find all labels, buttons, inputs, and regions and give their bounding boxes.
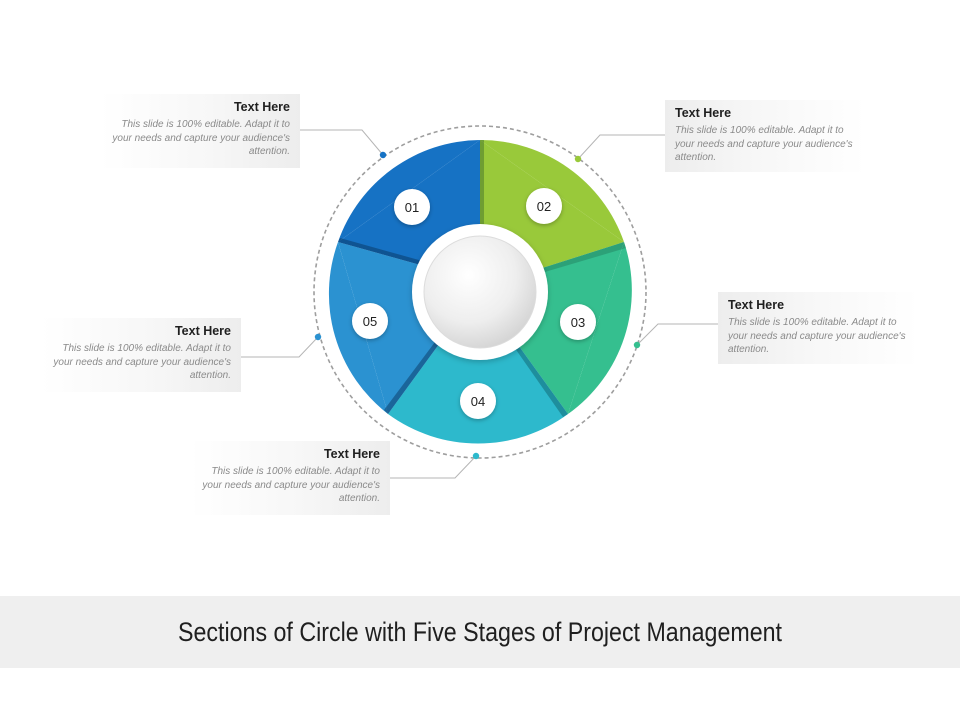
badge-03-label: 03 [571,315,585,330]
callout-05: Text Here This slide is 100% editable. A… [41,318,241,392]
segment-separator [338,238,426,266]
callout-05-title: Text Here [174,324,231,338]
badge-02-label: 02 [537,199,551,214]
connector-dot-05 [314,333,322,341]
segment-separator [480,140,484,224]
callout-05-body: This slide is 100% editable. Adapt it to… [53,343,231,381]
badge-04 [460,383,496,419]
segment-04-arc [388,414,568,444]
callout-02-title: Text Here [675,106,732,120]
callout-01: Text Here This slide is 100% editable. A… [100,94,300,168]
badge-05 [352,303,388,339]
callout-01-body: This slide is 100% editable. Adapt it to… [112,119,290,157]
callout-03-body: This slide is 100% editable. Adapt it to… [728,317,906,355]
segment-separator [536,242,626,274]
connector-dot-01 [379,151,387,159]
badge-01 [394,189,430,225]
connector-dot-03 [633,341,641,349]
segment-separator [384,338,442,414]
callout-04-body: This slide is 100% editable. Adapt it to… [202,466,380,504]
callout-02-body: This slide is 100% editable. Adapt it to… [675,125,853,163]
connectors [241,129,718,479]
segment-04[interactable] [388,340,568,414]
callout-02: Text Here This slide is 100% editable. A… [665,100,865,172]
segment-03-arc [568,242,632,414]
connector-dot-04 [472,452,480,460]
callout-03: Text Here This slide is 100% editable. A… [718,292,918,364]
callout-04: Text Here This slide is 100% editable. A… [190,441,390,515]
badge-05-label: 05 [363,314,377,329]
callout-03-title: Text Here [728,298,785,312]
connector-01 [300,129,384,156]
connector-05 [241,336,319,358]
title-band [0,596,960,668]
number-badges: 01 02 03 04 05 [352,188,596,419]
page-title: Sections of Circle with Five Stages of P… [177,617,782,647]
connector-dots [314,151,641,460]
badge-03 [560,304,596,340]
badge-02 [526,188,562,224]
connector-03 [636,323,718,346]
connector-02 [577,134,665,160]
center-disc [423,235,537,349]
segment-separator [512,342,568,417]
badge-01-label: 01 [405,200,419,215]
connector-04 [390,455,477,479]
connector-dot-02 [574,155,582,163]
callout-01-title: Text Here [233,100,290,114]
dashed-outer-ring [313,125,647,459]
badge-04-label: 04 [471,394,485,409]
callout-04-title: Text Here [323,447,380,461]
